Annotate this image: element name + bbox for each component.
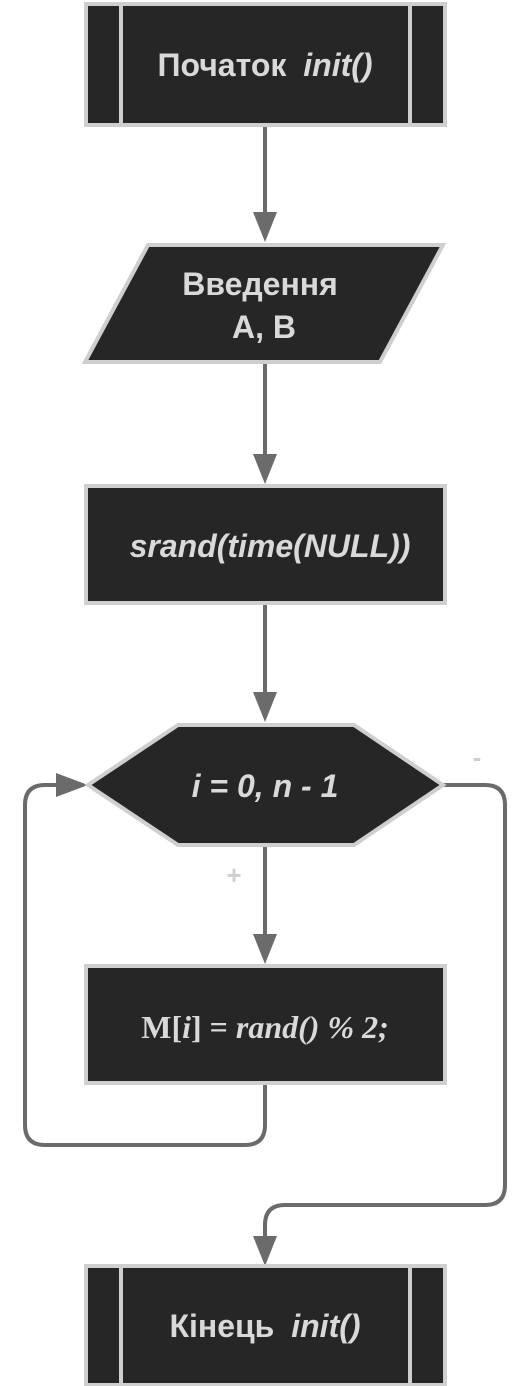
arrowhead-loop-to-assign: [253, 934, 277, 964]
assign-expr: rand() % 2;: [236, 1009, 389, 1045]
assign-close: ]: [191, 1009, 202, 1045]
assign-open: [: [171, 1009, 182, 1045]
arrowhead-start-to-input: [253, 212, 277, 242]
input-node: Введення A, B: [81, 243, 447, 364]
arrowhead-loopback: [56, 773, 88, 797]
connectors: [23, 126, 507, 1266]
svg-text:Початок init(): Початок init(): [157, 47, 372, 83]
start-func: init(): [303, 47, 372, 83]
seed-label: srand(time(NULL)): [130, 528, 411, 564]
input-line1: Введення: [182, 266, 338, 302]
connector-loop-exit: [263, 783, 507, 1240]
assign-node: M[i] = rand() % 2;: [84, 964, 447, 1085]
arrowhead-loop-exit: [253, 1236, 277, 1266]
loop-label: i = 0, n - 1: [192, 768, 339, 804]
start-label: Початок: [157, 47, 287, 83]
connector-assign-loopback: [23, 783, 267, 1147]
svg-text:M[i] = rand() % 2;: M[i] = rand() % 2;: [141, 1009, 389, 1045]
loop-yes-label: +: [226, 860, 241, 890]
start-node: Початок init(): [84, 2, 447, 127]
loop-node: i = 0, n - 1: [84, 723, 447, 847]
end-func: init(): [291, 1308, 360, 1344]
arrowhead-input-to-seed: [253, 454, 277, 484]
arrowhead-seed-to-loop: [253, 692, 277, 722]
end-node: Кінець init(): [84, 1264, 447, 1386]
loop-no-label: -: [473, 742, 482, 772]
assign-eq: =: [202, 1009, 236, 1045]
svg-text:Кінець init(): Кінець init(): [169, 1308, 360, 1344]
input-line2: A, B: [232, 309, 296, 345]
seed-node: srand(time(NULL)): [84, 484, 447, 605]
assign-index: i: [182, 1009, 191, 1045]
end-label: Кінець: [169, 1308, 274, 1344]
assign-array: M: [141, 1009, 171, 1045]
